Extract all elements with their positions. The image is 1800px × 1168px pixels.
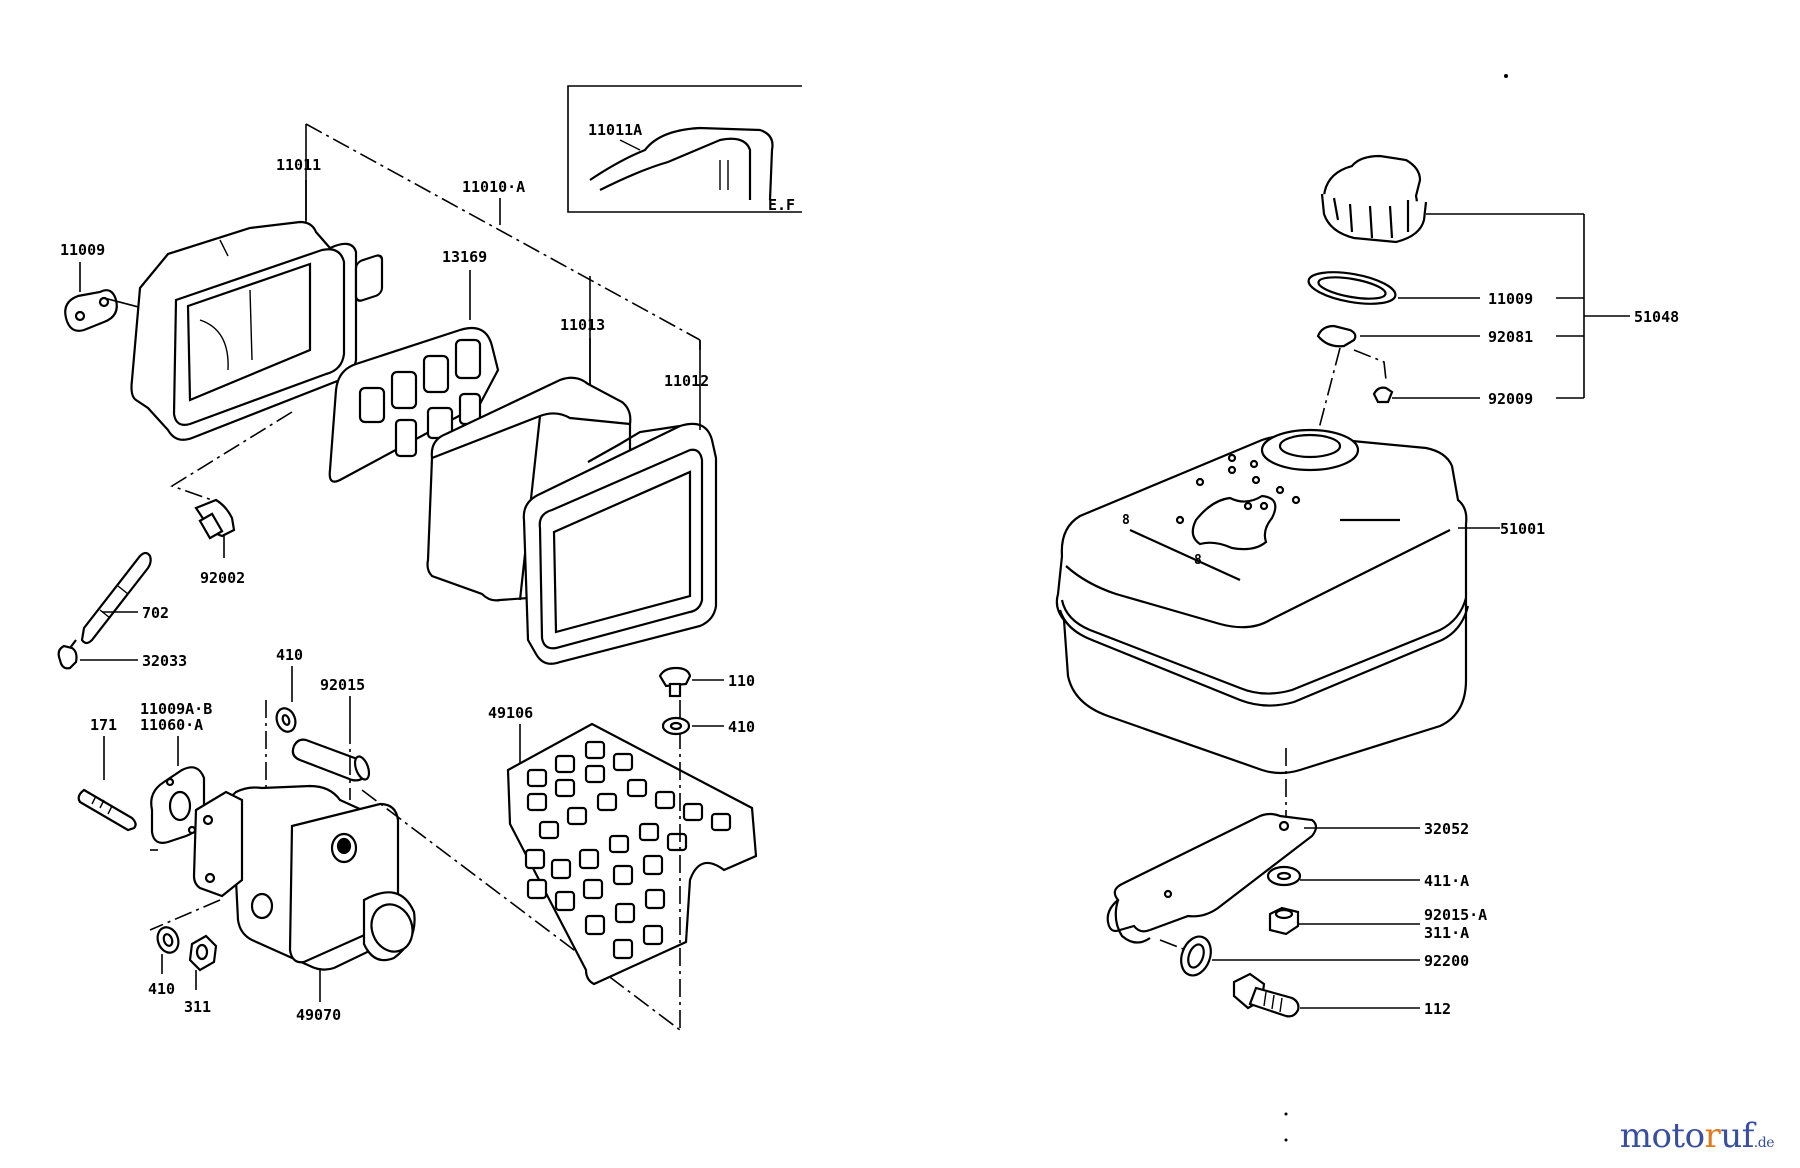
- label-32052: 32052: [1424, 820, 1469, 838]
- label-11011a: 11011A: [588, 121, 642, 139]
- label-92009: 92009: [1488, 390, 1533, 408]
- label-92200: 92200: [1424, 952, 1469, 970]
- label-92015a: 92015·A: [1424, 906, 1487, 924]
- label-410-right: 410: [728, 718, 755, 736]
- label-92002: 92002: [200, 569, 245, 587]
- label-49070: 49070: [296, 1006, 341, 1024]
- label-49106: 49106: [488, 704, 533, 722]
- label-110: 110: [728, 672, 755, 690]
- motoruf-logo: motoruf.de: [1619, 1116, 1775, 1156]
- label-92081: 92081: [1488, 328, 1533, 346]
- label-51001: 51001: [1500, 520, 1545, 538]
- label-11010a: 11010·A: [462, 178, 525, 196]
- label-11009-right: 11009: [1488, 290, 1533, 308]
- guard-holes: [524, 740, 732, 960]
- fuel-tank-group: 11009 92081 92009 51048: [1055, 154, 1679, 1018]
- label-410-top: 410: [276, 646, 303, 664]
- label-11013: 11013: [560, 316, 605, 334]
- label-92015: 92015: [320, 676, 365, 694]
- label-112: 112: [1424, 1000, 1451, 1018]
- label-51048: 51048: [1634, 308, 1679, 326]
- label-311a: 311·A: [1424, 924, 1469, 942]
- label-ef: E.F: [768, 196, 795, 214]
- svg-text:8: 8: [1194, 553, 1202, 568]
- inset-detail: 11011A E.F: [567, 85, 802, 214]
- svg-text:8: 8: [1122, 513, 1130, 528]
- label-11011: 11011: [276, 156, 321, 174]
- label-410-bottom: 410: [148, 980, 175, 998]
- label-11012: 11012: [664, 372, 709, 390]
- label-171: 171: [90, 716, 117, 734]
- label-702: 702: [142, 604, 169, 622]
- label-11060a: 11060·A: [140, 716, 203, 734]
- label-32033: 32033: [142, 652, 187, 670]
- label-11009-left: 11009: [60, 241, 105, 259]
- label-411a: 411·A: [1424, 872, 1469, 890]
- label-11009ab: 11009A·B: [140, 700, 212, 718]
- air-cleaner-group: 11009 11011 92002 13169 11013: [57, 123, 758, 1031]
- label-13169: 13169: [442, 248, 487, 266]
- label-311: 311: [184, 998, 211, 1016]
